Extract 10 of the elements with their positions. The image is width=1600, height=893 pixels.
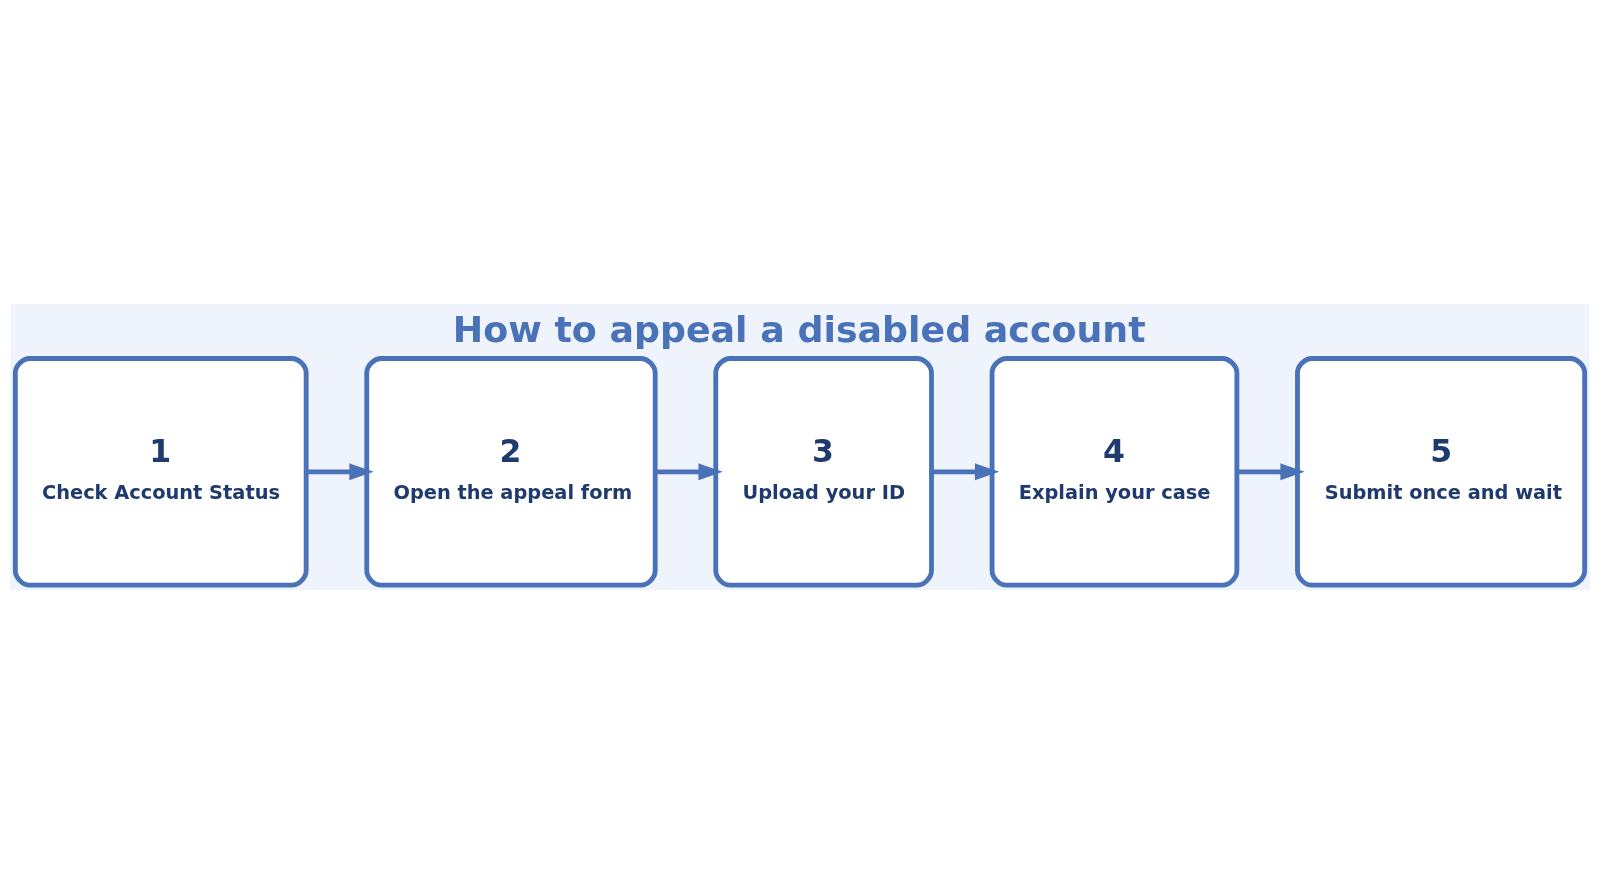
diagram-title: How to appeal a disabled account	[452, 307, 1146, 351]
arrow	[655, 462, 723, 480]
node-box: 1 Check Account Status	[12, 355, 309, 588]
node-box: 5 Submit once and wait	[1295, 355, 1588, 588]
arrow	[1237, 462, 1305, 480]
arrow	[306, 462, 374, 480]
node-box: 2 Open the appeal form	[364, 355, 658, 588]
node-box: 3 Upload your ID	[713, 355, 934, 588]
node-box: 4 Explain your case	[989, 355, 1240, 588]
arrow	[931, 462, 1000, 480]
